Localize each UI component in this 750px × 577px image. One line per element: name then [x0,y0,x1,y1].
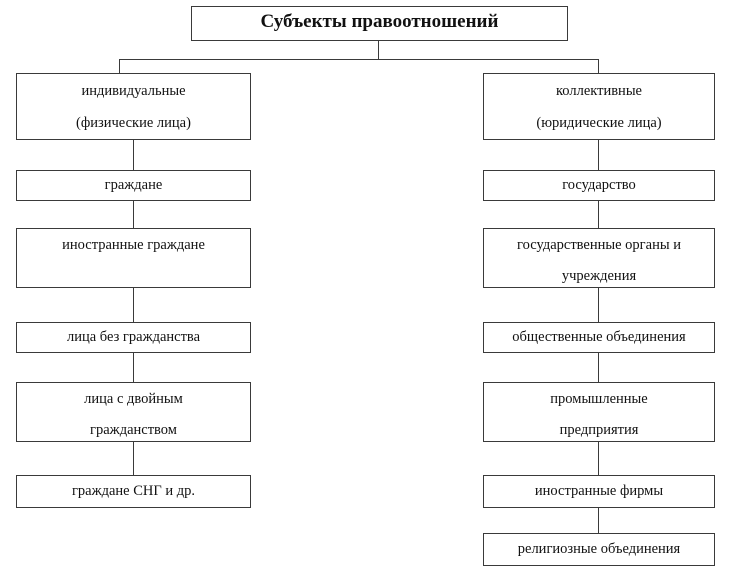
connector-collective-2 [598,201,600,228]
node-root: Субъекты правоотношений [191,6,568,41]
node-collective-item-6: религиозные объединения [483,533,715,566]
node-collective-item-5-line1: иностранные фирмы [534,482,664,499]
node-individual-item-3-line1: лица без гражданства [66,328,201,345]
connector-individual-2 [133,201,135,228]
node-collective-head: коллективные (юридические лица) [483,73,715,140]
node-individual-item-5: граждане СНГ и др. [16,475,251,508]
node-collective-item-3-line1: общественные объединения [512,328,686,345]
connector-to-collective-head [598,59,600,74]
node-individual-item-4: лица с двойным гражданством [16,382,251,442]
node-collective-item-6-line1: религиозные объединения [517,540,681,557]
node-individual-item-3: лица без гражданства [16,322,251,353]
node-collective-item-2-line2: учреждения [561,268,637,285]
connector-split-bar [119,59,599,61]
node-individual-item-5-line1: граждане СНГ и др. [71,482,196,499]
node-individual-head-line1: индивидуальные [81,83,186,99]
connector-collective-3 [598,288,600,322]
connector-collective-4 [598,353,600,382]
connector-root-stem [378,41,380,60]
connector-individual-1 [133,140,135,170]
node-individual-item-1-line1: граждане [104,176,163,193]
node-collective-item-5: иностранные фирмы [483,475,715,508]
node-collective-head-line1: коллективные [555,83,642,99]
connector-individual-5 [133,442,135,475]
connector-collective-6 [598,508,600,533]
connector-collective-1 [598,140,600,170]
node-collective-item-2: государственные органы и учреждения [483,228,715,288]
node-collective-item-4-line2: предприятия [559,422,639,439]
node-individual-item-1: граждане [16,170,251,201]
node-collective-item-4: промышленные предприятия [483,382,715,442]
node-individual-item-4-line1: лица с двойным [84,391,183,407]
node-root-label: Субъекты правоотношений [260,11,499,32]
node-individual-item-2-line1: иностранные граждане [62,237,205,253]
node-collective-item-1-line1: государство [562,176,636,193]
node-individual-head: индивидуальные (физические лица) [16,73,251,140]
node-collective-item-1: государство [483,170,715,201]
connector-individual-3 [133,288,135,322]
node-individual-item-2: иностранные граждане [16,228,251,288]
node-individual-item-4-line2: гражданством [90,422,177,439]
node-collective-head-line2: (юридические лица) [536,115,662,132]
node-individual-head-line2: (физические лица) [76,115,191,132]
connector-collective-5 [598,442,600,475]
connector-individual-4 [133,353,135,382]
node-collective-item-3: общественные объединения [483,322,715,353]
node-collective-item-2-line1: государственные органы и [517,237,681,253]
connector-to-individual-head [119,59,121,74]
node-collective-item-4-line1: промышленные [550,391,648,407]
